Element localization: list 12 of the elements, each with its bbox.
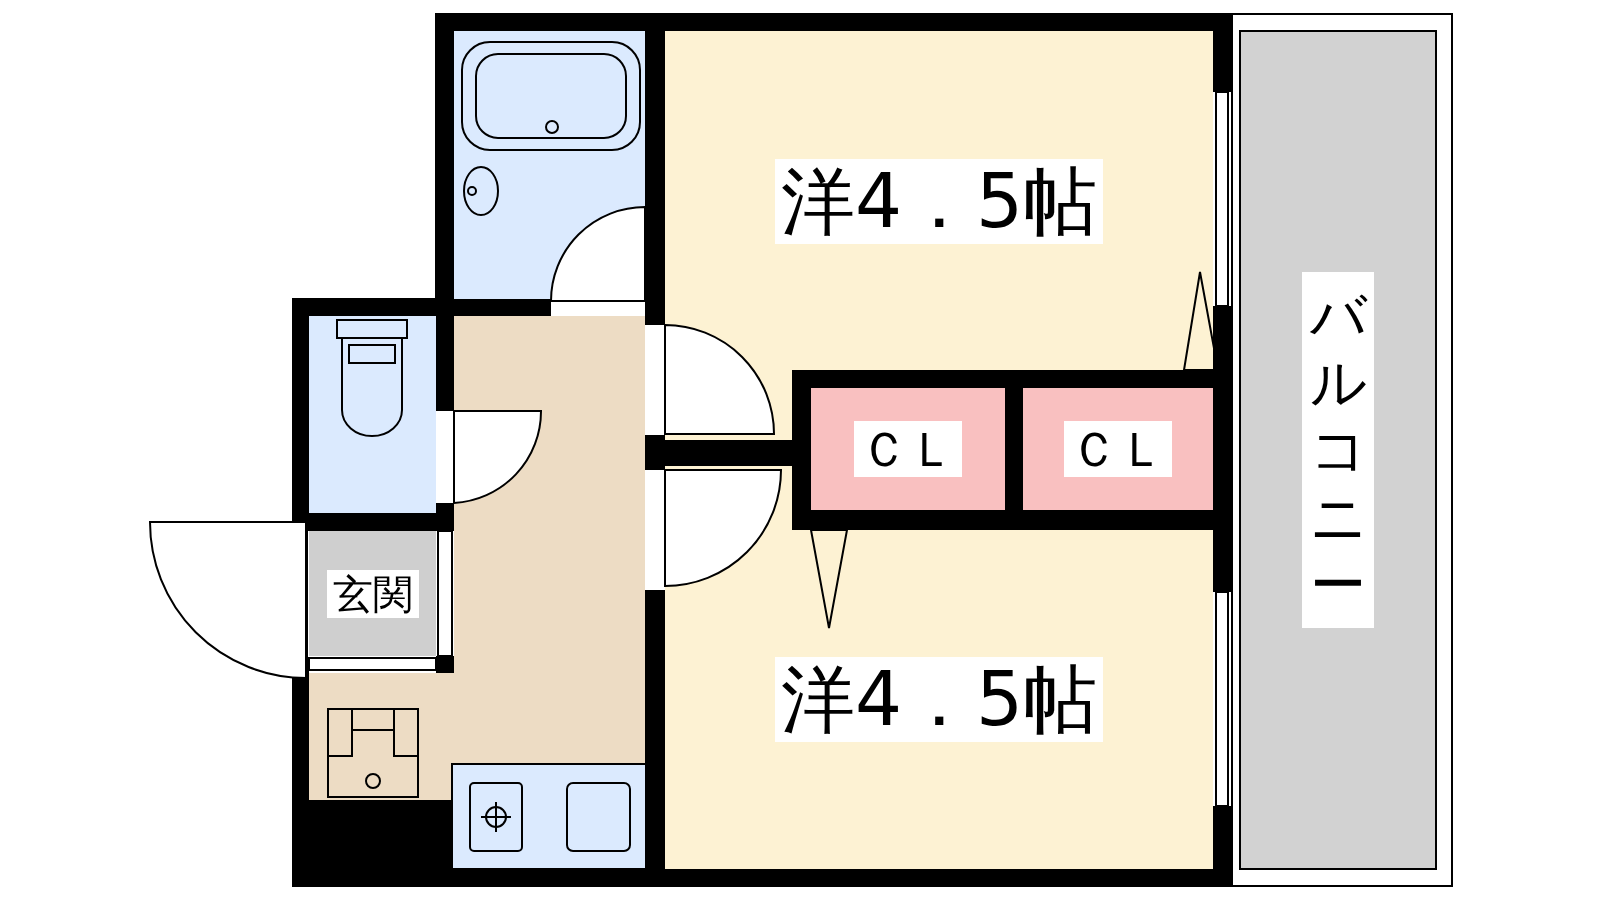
room (665, 530, 1213, 869)
balcony (1240, 31, 1436, 869)
room (665, 31, 1213, 372)
closet (811, 388, 1005, 510)
closet-label: ＣＬ (1064, 420, 1172, 478)
closet-label: ＣＬ (854, 420, 962, 478)
closet (1023, 388, 1213, 510)
room-label: 洋4．5帖 (774, 656, 1104, 743)
balcony-label: バルコニー (1302, 272, 1374, 628)
entrance-label: 玄関 (326, 569, 419, 618)
entrance (309, 531, 436, 656)
room-label: 洋4．5帖 (774, 158, 1104, 245)
